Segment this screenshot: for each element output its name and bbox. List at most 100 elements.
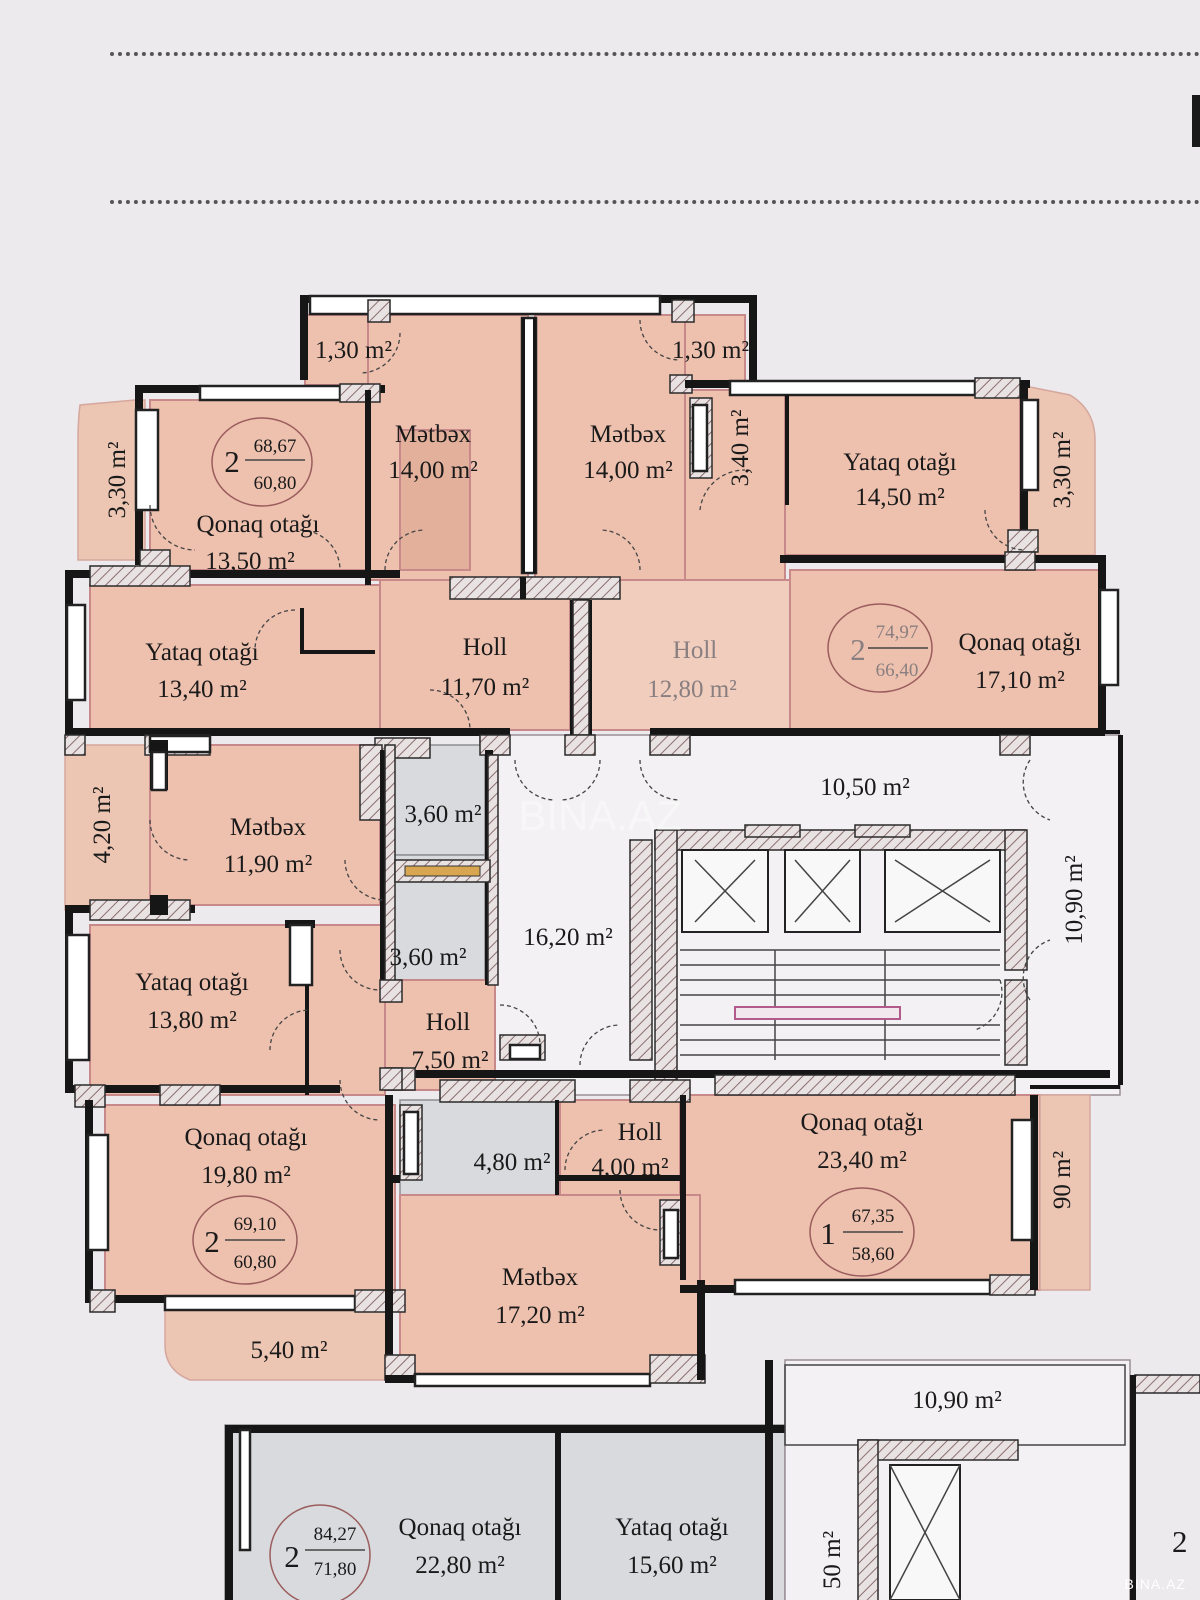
lower-floor-apartment xyxy=(224,1424,786,1600)
watermark: BINA.AZ xyxy=(518,792,681,839)
room-bedroom-mid-left xyxy=(89,584,381,731)
badge-rooms: 1 xyxy=(820,1216,836,1251)
label-left-loggia-mid: 4,20 m² xyxy=(89,787,116,864)
credit-text: BINA.AZ xyxy=(1124,1576,1186,1592)
label-kitchen-top-right-area: 14,00 m² xyxy=(583,457,672,484)
apartment-badge: 2 68,67 60,80 xyxy=(211,417,313,507)
label-bath-c: 4,80 m² xyxy=(474,1149,551,1176)
label-bath-b: 3,60 m² xyxy=(390,944,467,971)
label-living-lower-floor-name: Qonaq otağı xyxy=(399,1514,522,1541)
label-kitchen-mid-left-name: Mətbəx xyxy=(230,814,307,841)
label-kitchen-top-left-area: 14,00 m² xyxy=(388,457,477,484)
walls xyxy=(64,294,1123,1388)
label-hall-low-mid-area: 4,00 m² xyxy=(592,1154,669,1181)
label-right-loggia-top: 3,30 m² xyxy=(1049,432,1076,509)
label-hall-low-left-name: Holl xyxy=(426,1009,471,1036)
badge-rooms: 2 xyxy=(850,632,866,667)
label-living-lower-floor-area: 22,80 m² xyxy=(415,1552,504,1579)
label-left-loggia-top: 3,30 m² xyxy=(104,442,131,519)
label-kitchen-bottom-area: 17,20 m² xyxy=(495,1302,584,1329)
label-living-mid-right-area: 17,10 m² xyxy=(975,667,1064,694)
label-bath-a: 3,60 m² xyxy=(405,801,482,828)
badge-total: 69,10 xyxy=(234,1214,277,1235)
label-living-low-right-name: Qonaq otağı xyxy=(801,1109,924,1136)
room-bath-a xyxy=(384,744,486,856)
room-living-mid-right xyxy=(789,569,1101,731)
label-hall-mid-left-area: 11,70 m² xyxy=(441,674,530,701)
label-balcony-bottom-left: 5,40 m² xyxy=(251,1337,328,1364)
kitchen-shadow xyxy=(399,429,471,571)
label-living-top-left-name: Qonaq otağı xyxy=(197,511,320,538)
stair-treads xyxy=(680,949,1000,1060)
label-corridor: 16,20 m² xyxy=(523,924,612,951)
label-living-mid-right-name: Qonaq otağı xyxy=(959,629,1082,656)
second-dotted-rule xyxy=(110,200,1200,204)
building-core xyxy=(629,824,1028,1081)
label-top-right-balcony: 1,30 m² xyxy=(672,337,749,364)
badge-total: 84,27 xyxy=(314,1524,357,1545)
label-bedroom-mid-left-name: Yataq otağı xyxy=(145,639,258,666)
badge-rooms: 2 xyxy=(204,1224,220,1259)
label-bedroom-low-left-area: 13,80 m² xyxy=(147,1007,236,1034)
room-living-low-left xyxy=(104,1104,396,1301)
label-bedroom-mid-left-area: 13,40 m² xyxy=(157,676,246,703)
label-kitchen-mid-left-area: 11,90 m² xyxy=(224,851,313,878)
badge-rooms: 2 xyxy=(284,1539,300,1574)
room-kitchen-top-right xyxy=(534,314,686,581)
apartment-badge: 2 74,97 66,40 xyxy=(827,603,933,693)
lower-floor xyxy=(224,1359,1200,1600)
label-living-top-left-area: 13,50 m² xyxy=(205,548,294,575)
label-bath-top-right: 3,40 m² xyxy=(727,410,754,487)
badge-total: 67,35 xyxy=(852,1206,895,1227)
label-living-low-right-area: 23,40 m² xyxy=(817,1147,906,1174)
label-core-lower-floor: 10,90 m² xyxy=(912,1387,1001,1414)
badge-living: 58,60 xyxy=(852,1244,895,1265)
label-living-low-left-area: 19,80 m² xyxy=(201,1162,290,1189)
room-living-low-right xyxy=(679,1094,1041,1291)
right-side-strip xyxy=(1039,1094,1091,1291)
apartment-badge: 2 69,10 60,80 xyxy=(192,1195,298,1285)
label-living-low-left-name: Qonaq otağı xyxy=(185,1124,308,1151)
label-right-side-partial: 90 m² xyxy=(1049,1151,1076,1209)
room-bath-c xyxy=(399,1099,561,1196)
left-loggia-mid xyxy=(64,744,151,911)
label-hall-low-left-area: 7,50 m² xyxy=(412,1047,489,1074)
badge-living: 60,80 xyxy=(254,473,297,494)
label-hall-low-mid-name: Holl xyxy=(618,1119,663,1146)
label-kitchen-top-right-name: Mətbəx xyxy=(590,421,667,448)
room-labels: 1,30 m² 1,30 m² Mətbəx 14,00 m² Mətbəx 1… xyxy=(89,337,1188,1589)
badge-rooms: 2 xyxy=(224,444,240,479)
label-top-left-balcony: 1,30 m² xyxy=(315,337,392,364)
label-bedroom-lower-floor-name: Yataq otağı xyxy=(615,1514,728,1541)
balcony-bottom-left xyxy=(164,1299,391,1381)
apartment-badges: 2 68,67 60,80 2 74,97 66,40 2 69,10 60,8… xyxy=(192,417,933,1580)
room-bedroom-low-left xyxy=(89,924,386,1096)
label-lower-floor-side: 50 m² xyxy=(819,1531,846,1589)
label-bedroom-top-right-area: 14,50 m² xyxy=(855,484,944,511)
partial-badge-digit: 2 xyxy=(1172,1524,1188,1559)
label-core-right: 10,90 m² xyxy=(1061,855,1088,944)
room-kitchen-bottom xyxy=(399,1194,701,1381)
label-hall-mid-right-name: Holl xyxy=(673,637,718,664)
label-hall-mid-right-area: 12,80 m² xyxy=(647,676,736,703)
room-kitchen-mid-left xyxy=(149,744,381,906)
badge-total: 74,97 xyxy=(876,622,919,643)
edge-mark xyxy=(1192,95,1200,147)
badge-living: 71,80 xyxy=(314,1559,357,1580)
badge-living: 66,40 xyxy=(876,660,919,681)
label-kitchen-bottom-name: Mətbəx xyxy=(502,1264,579,1291)
badge-total: 68,67 xyxy=(254,436,297,457)
apartment-badge: 2 84,27 71,80 xyxy=(284,1524,365,1580)
label-hall-mid-left-name: Holl xyxy=(463,634,508,661)
label-bedroom-lower-floor-area: 15,60 m² xyxy=(627,1552,716,1579)
label-kitchen-top-left-name: Mətbəx xyxy=(395,421,472,448)
door-swings xyxy=(149,319,1051,1231)
top-dotted-rule xyxy=(110,52,1200,56)
label-bedroom-low-left-name: Yataq otağı xyxy=(135,969,248,996)
apartment-badge: 1 67,35 58,60 xyxy=(809,1187,915,1277)
label-bedroom-top-right-name: Yataq otağı xyxy=(843,449,956,476)
left-rounded-loggia xyxy=(77,399,146,561)
label-core-top: 10,50 m² xyxy=(820,774,909,801)
badge-living: 60,80 xyxy=(234,1252,277,1273)
